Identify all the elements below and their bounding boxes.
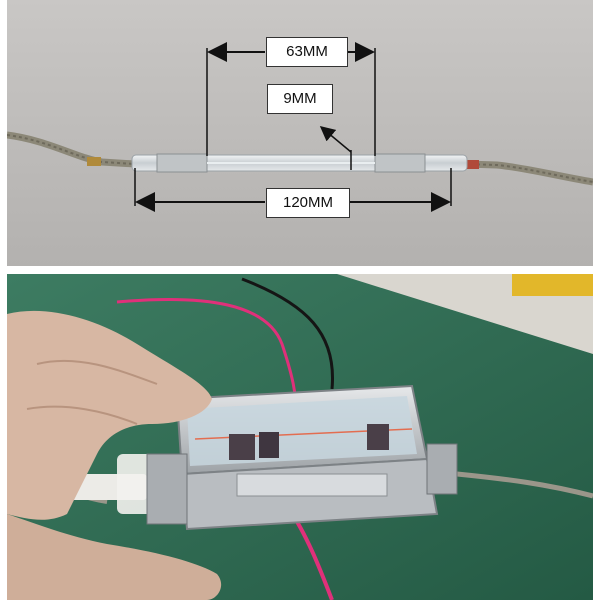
left-bracket [146,453,188,525]
left-electrode [156,153,208,173]
right-bracket [426,443,458,495]
label-120mm: 120MM [266,188,350,218]
diameter-arrow [319,126,352,153]
housing-photo-graphic [7,274,593,600]
right-crimp [465,160,479,169]
label-9mm: 9MM [267,84,333,114]
label-63mm: 63MM [266,37,348,67]
lamp-housing-photo [7,274,593,600]
left-crimp [87,157,101,166]
hand-thumb [7,514,222,600]
braided-wire-right [456,471,593,499]
black-wire [241,277,335,390]
dark-element-left [229,434,255,460]
lamp-dimension-photo: 63MM 9MM 120MM [7,0,593,266]
right-electrode [374,153,426,173]
yellow-box [512,274,593,296]
